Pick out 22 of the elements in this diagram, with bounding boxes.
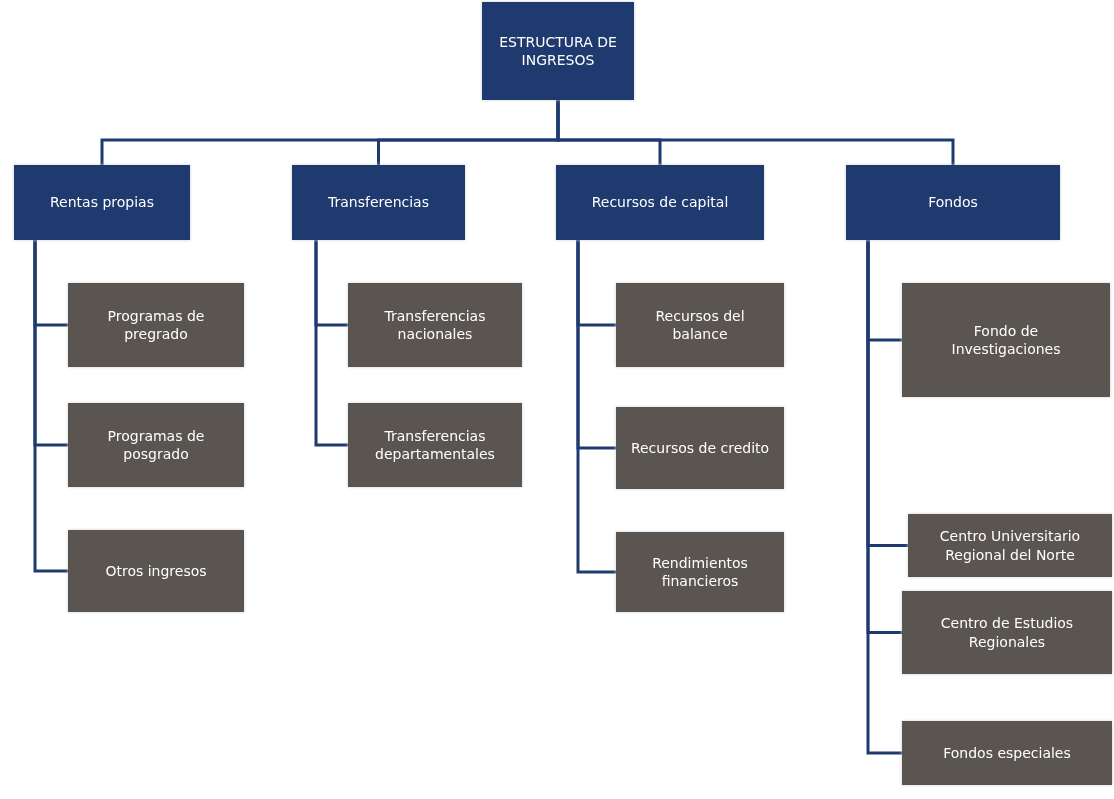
item-box: Transferencias departamentales — [348, 403, 522, 487]
item-box: Centro de Estudios Regionales — [902, 591, 1112, 674]
item-box: Recursos del balance — [616, 283, 784, 367]
item-box: Programas de pregrado — [68, 283, 244, 367]
connector-line — [314, 240, 348, 447]
connector-line — [576, 240, 616, 574]
category-box: Recursos de capital — [556, 165, 764, 240]
connector-line — [33, 240, 68, 573]
category-box: Rentas propias — [14, 165, 190, 240]
title-box: ESTRUCTURA DE INGRESOS — [482, 2, 634, 100]
category-box: Fondos — [846, 165, 1060, 240]
item-box: Fondos especiales — [902, 721, 1112, 785]
connector-line — [556, 100, 955, 165]
item-box: Programas de posgrado — [68, 403, 244, 487]
item-box: Fondo de Investigaciones — [902, 283, 1110, 397]
category-box: Transferencias — [292, 165, 465, 240]
item-box: Transferencias nacionales — [348, 283, 522, 367]
connector-line — [866, 240, 902, 755]
item-box: Otros ingresos — [68, 530, 244, 612]
item-box: Recursos de credito — [616, 407, 784, 489]
item-box: Centro Universitario Regional del Norte — [908, 514, 1112, 577]
item-box: Rendimientos financieros — [616, 532, 784, 612]
